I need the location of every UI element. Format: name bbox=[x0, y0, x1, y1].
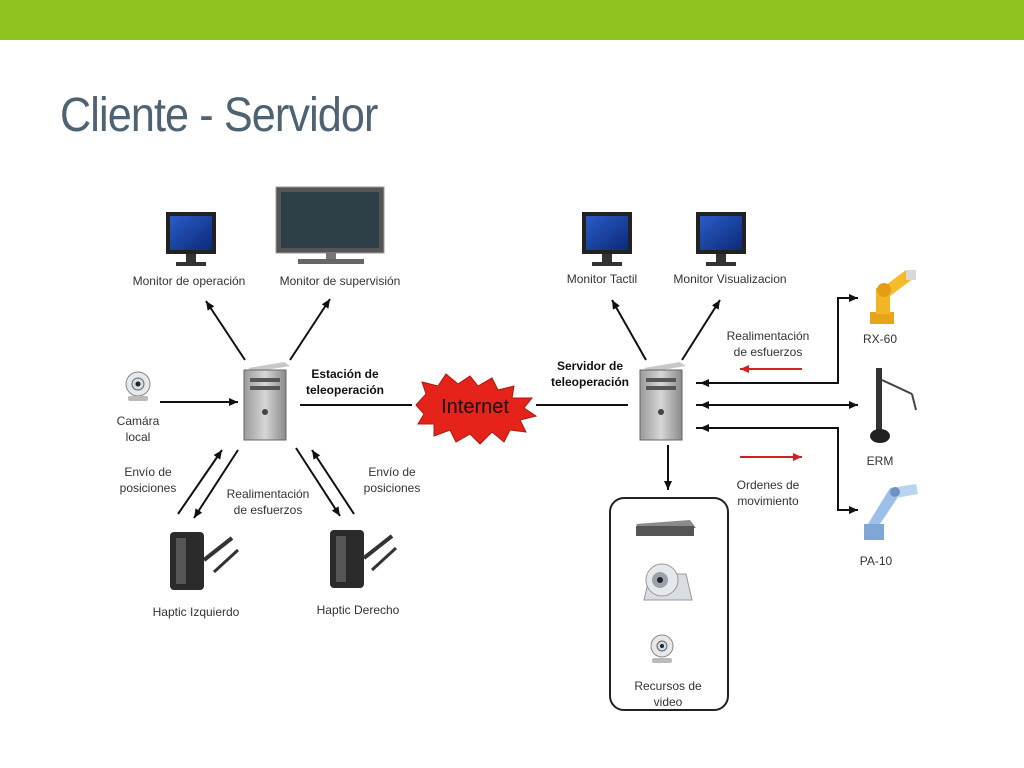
label-server-line2: teleoperación bbox=[551, 375, 629, 389]
robot-pa10-icon bbox=[864, 484, 918, 540]
monitor-operacion-icon bbox=[166, 212, 216, 266]
label-realim-right-2: de esfuerzos bbox=[734, 345, 803, 359]
arrow-haptic-left-down bbox=[193, 449, 239, 519]
label-recursos-line2: video bbox=[654, 695, 683, 709]
arrow-to-monitor-visualizacion bbox=[681, 299, 721, 361]
label-erm: ERM bbox=[867, 454, 894, 468]
label-envio-right-1: Envío de bbox=[368, 465, 416, 479]
label-camara-line1: Camára bbox=[117, 414, 160, 428]
label-envio-right-2: posiciones bbox=[364, 481, 421, 495]
robot-erm-icon bbox=[870, 368, 917, 443]
monitor-tactil-icon bbox=[582, 212, 632, 266]
monitor-supervision-icon bbox=[275, 186, 385, 264]
monitor-visualizacion-icon bbox=[696, 212, 746, 266]
arrow-to-monitor-operacion bbox=[205, 300, 246, 361]
label-pa10: PA-10 bbox=[860, 554, 893, 568]
arrow-to-monitor-supervision bbox=[289, 298, 331, 361]
label-monitor-visualizacion: Monitor Visualizacion bbox=[673, 272, 786, 286]
label-realim-left-1: Realimentación bbox=[227, 487, 310, 501]
video-encoder-icon bbox=[636, 520, 696, 536]
slide-title: Cliente - Servidor bbox=[60, 89, 378, 142]
link-server-pa10 bbox=[696, 427, 858, 514]
arrow-to-monitor-tactil bbox=[611, 299, 647, 361]
label-envio-left-1: Envío de bbox=[124, 465, 172, 479]
label-haptic-izquierdo: Haptic Izquierdo bbox=[153, 605, 240, 619]
label-station-line2: teleoperación bbox=[306, 383, 384, 397]
arrow-haptic-right-down bbox=[295, 447, 341, 517]
label-haptic-derecho: Haptic Derecho bbox=[317, 603, 400, 617]
label-envio-left-2: posiciones bbox=[120, 481, 177, 495]
label-realim-right-1: Realimentación bbox=[727, 329, 810, 343]
ptz-camera-icon bbox=[643, 563, 693, 601]
arrow-haptic-left-up bbox=[177, 449, 223, 515]
estacion-teleoperacion-icon bbox=[243, 362, 290, 441]
label-monitor-tactil: Monitor Tactil bbox=[567, 272, 637, 286]
label-camara-line2: local bbox=[126, 430, 151, 444]
webcam-icon bbox=[650, 634, 674, 663]
servidor-teleoperacion-icon bbox=[639, 362, 686, 441]
internet-cloud-icon bbox=[415, 373, 538, 445]
label-monitor-operacion: Monitor de operación bbox=[133, 274, 246, 288]
arrow-haptic-right-up bbox=[311, 449, 355, 515]
haptic-derecho-icon bbox=[330, 530, 398, 588]
top-accent-bar bbox=[0, 0, 1024, 40]
camara-local-icon bbox=[125, 371, 151, 401]
label-internet: Internet bbox=[441, 396, 509, 418]
label-recursos-line1: Recursos de bbox=[634, 679, 702, 693]
haptic-izquierdo-icon bbox=[170, 532, 240, 590]
label-ordenes-1: Ordenes de bbox=[737, 478, 800, 492]
label-server-line1: Servidor de bbox=[557, 359, 623, 373]
label-rx60: RX-60 bbox=[863, 332, 897, 346]
label-ordenes-2: movimiento bbox=[737, 494, 799, 508]
label-monitor-supervision: Monitor de supervisión bbox=[280, 274, 401, 288]
recursos-video-box bbox=[609, 497, 729, 711]
label-station-line1: Estación de bbox=[311, 367, 379, 381]
robot-rx60-icon bbox=[870, 270, 916, 324]
label-realim-left-2: de esfuerzos bbox=[234, 503, 303, 517]
